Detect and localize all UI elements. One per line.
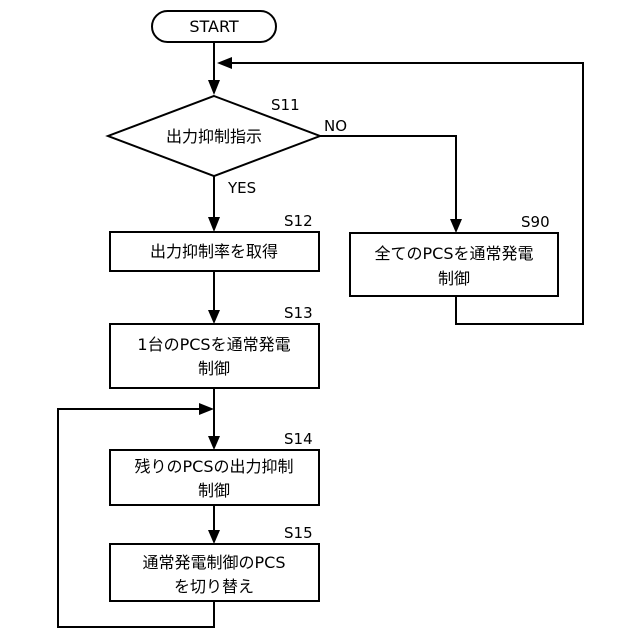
process-s90-line2: 制御 <box>438 269 470 288</box>
start-label: START <box>189 17 239 36</box>
branch-label-yes: YES <box>227 179 256 197</box>
process-s13-line2: 制御 <box>198 359 230 378</box>
step-label-s11: S11 <box>271 96 300 114</box>
decision-s11-text: 出力抑制指示 <box>166 127 262 146</box>
step-label-s90: S90 <box>521 213 550 231</box>
arrowhead-into-s11 <box>208 80 220 95</box>
process-s90-line1: 全てのPCSを通常発電 <box>375 244 534 263</box>
arrowhead-loop-to-s14 <box>199 403 214 415</box>
arrowhead-into-s15 <box>208 530 220 544</box>
step-label-s12: S12 <box>284 212 313 230</box>
process-s14-line2: 制御 <box>198 481 230 500</box>
step-label-s14: S14 <box>284 430 313 448</box>
process-s14-line1: 残りのPCSの出力抑制 <box>135 457 294 476</box>
arrowhead-into-s90 <box>450 219 462 233</box>
start-terminal: START <box>152 11 276 42</box>
arrowhead-into-s12 <box>208 217 220 232</box>
decision-s11: 出力抑制指示 S11 <box>108 96 320 176</box>
step-label-s13: S13 <box>284 304 313 322</box>
arrowhead-loop-to-s11 <box>217 57 232 69</box>
process-s13-box <box>110 324 319 388</box>
step-label-s15: S15 <box>284 524 313 542</box>
arrowhead-into-s14 <box>208 436 220 450</box>
process-s15-line1: 通常発電制御のPCS <box>143 553 286 572</box>
process-s15-line2: を切り替え <box>174 577 254 596</box>
process-s13-line1: 1台のPCSを通常発電 <box>137 335 290 354</box>
arrowhead-into-s13 <box>208 310 220 324</box>
connector-s11-no-to-s90 <box>320 136 456 221</box>
process-s12-text: 出力抑制率を取得 <box>150 242 278 261</box>
branch-label-no: NO <box>324 117 347 135</box>
